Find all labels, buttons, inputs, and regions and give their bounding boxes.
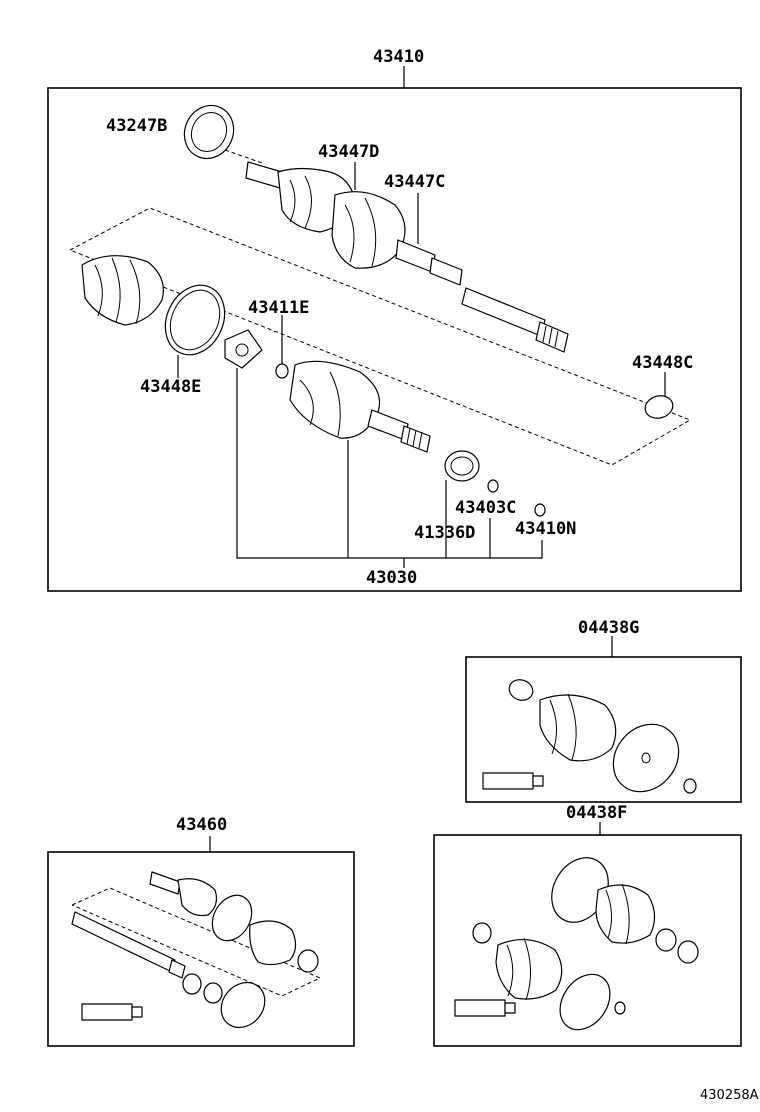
axis-line-top <box>224 149 263 164</box>
drive-shaft[interactable] <box>461 287 569 353</box>
ring-43403c[interactable] <box>487 479 499 493</box>
label-41336d[interactable]: 41336D <box>414 523 475 543</box>
bracket-43030 <box>236 368 543 559</box>
figure-code: 430258A <box>700 1088 759 1103</box>
outer-cv-joint[interactable] <box>245 161 463 286</box>
small-clamp-b[interactable] <box>297 949 319 973</box>
kit-g-clamp-large-center <box>641 752 651 764</box>
seal-41336d-inner <box>450 456 474 476</box>
assembly-43460-group: 43460 <box>47 815 355 1047</box>
label-43410[interactable]: 43410 <box>373 47 424 67</box>
assembly-43410-group: 43410 43247B 43447D 43447C <box>47 47 742 592</box>
clamp-43448e[interactable] <box>154 276 235 365</box>
label-43403c[interactable]: 43403C <box>455 498 516 518</box>
small-clamp-a[interactable] <box>204 888 259 948</box>
o-ring-43247b[interactable] <box>176 97 242 166</box>
clamp-43448c[interactable] <box>643 393 676 421</box>
seal-41336d[interactable] <box>444 450 480 482</box>
kit-g-clamp-large[interactable] <box>600 711 692 805</box>
kit-f-clamp-2[interactable] <box>677 940 699 964</box>
label-43410n[interactable]: 43410N <box>515 519 576 539</box>
label-43448e[interactable]: 43448E <box>140 377 201 397</box>
kit-g-ring[interactable] <box>683 778 697 794</box>
label-43411e[interactable]: 43411E <box>248 298 309 318</box>
kit-04438g-frame <box>465 656 742 803</box>
assembly-43410-frame <box>47 87 742 592</box>
small-clamp-d[interactable] <box>203 982 223 1004</box>
inner-joint-outline <box>69 207 692 466</box>
kit-g-boot[interactable] <box>539 693 617 762</box>
kit-f-boot-top[interactable] <box>595 883 656 945</box>
kit-04438f-frame <box>433 834 742 1047</box>
label-43447d[interactable]: 43447D <box>318 142 379 162</box>
label-04438g[interactable]: 04438G <box>578 618 639 638</box>
label-43030[interactable]: 43030 <box>366 568 417 588</box>
kit-f-clamp-3[interactable] <box>472 922 492 944</box>
kit-g-clamp-small[interactable] <box>506 676 535 703</box>
label-04438f[interactable]: 04438F <box>566 803 627 823</box>
kit-f-boot-bottom[interactable] <box>495 937 563 1001</box>
assembly-43460-outline <box>71 887 322 997</box>
label-43448c[interactable]: 43448C <box>632 353 693 373</box>
small-clamp-c[interactable] <box>182 973 202 995</box>
snap-ring-43411e[interactable] <box>275 363 289 379</box>
kit-g-grease-tube[interactable] <box>482 772 544 790</box>
small-clamp-e[interactable] <box>212 974 273 1036</box>
label-43460[interactable]: 43460 <box>176 815 227 835</box>
kit-04438f-group: 04438F <box>433 803 742 1047</box>
tripod-joint[interactable] <box>224 329 263 369</box>
inner-boot[interactable] <box>81 255 164 326</box>
inner-joint-housing[interactable] <box>289 360 431 453</box>
small-outer-joint[interactable] <box>149 871 218 917</box>
label-43447c[interactable]: 43447C <box>384 172 445 192</box>
small-boot[interactable] <box>249 920 297 966</box>
kit-f-clamp-1[interactable] <box>655 928 677 952</box>
small-grease-tube[interactable] <box>81 1003 143 1021</box>
clamp-43448e-inner <box>169 289 221 351</box>
ring-43410n[interactable] <box>534 503 546 517</box>
kit-f-ring[interactable] <box>614 1001 626 1015</box>
kit-f-grease-tube[interactable] <box>454 999 516 1017</box>
kit-f-clamp-large-bottom[interactable] <box>550 965 620 1039</box>
kit-04438g-group: 04438G <box>465 618 742 805</box>
assembly-43460-frame <box>47 851 355 1047</box>
label-43247b[interactable]: 43247B <box>106 116 167 136</box>
o-ring-43247b-inner <box>190 112 228 152</box>
small-shaft[interactable] <box>71 911 186 979</box>
